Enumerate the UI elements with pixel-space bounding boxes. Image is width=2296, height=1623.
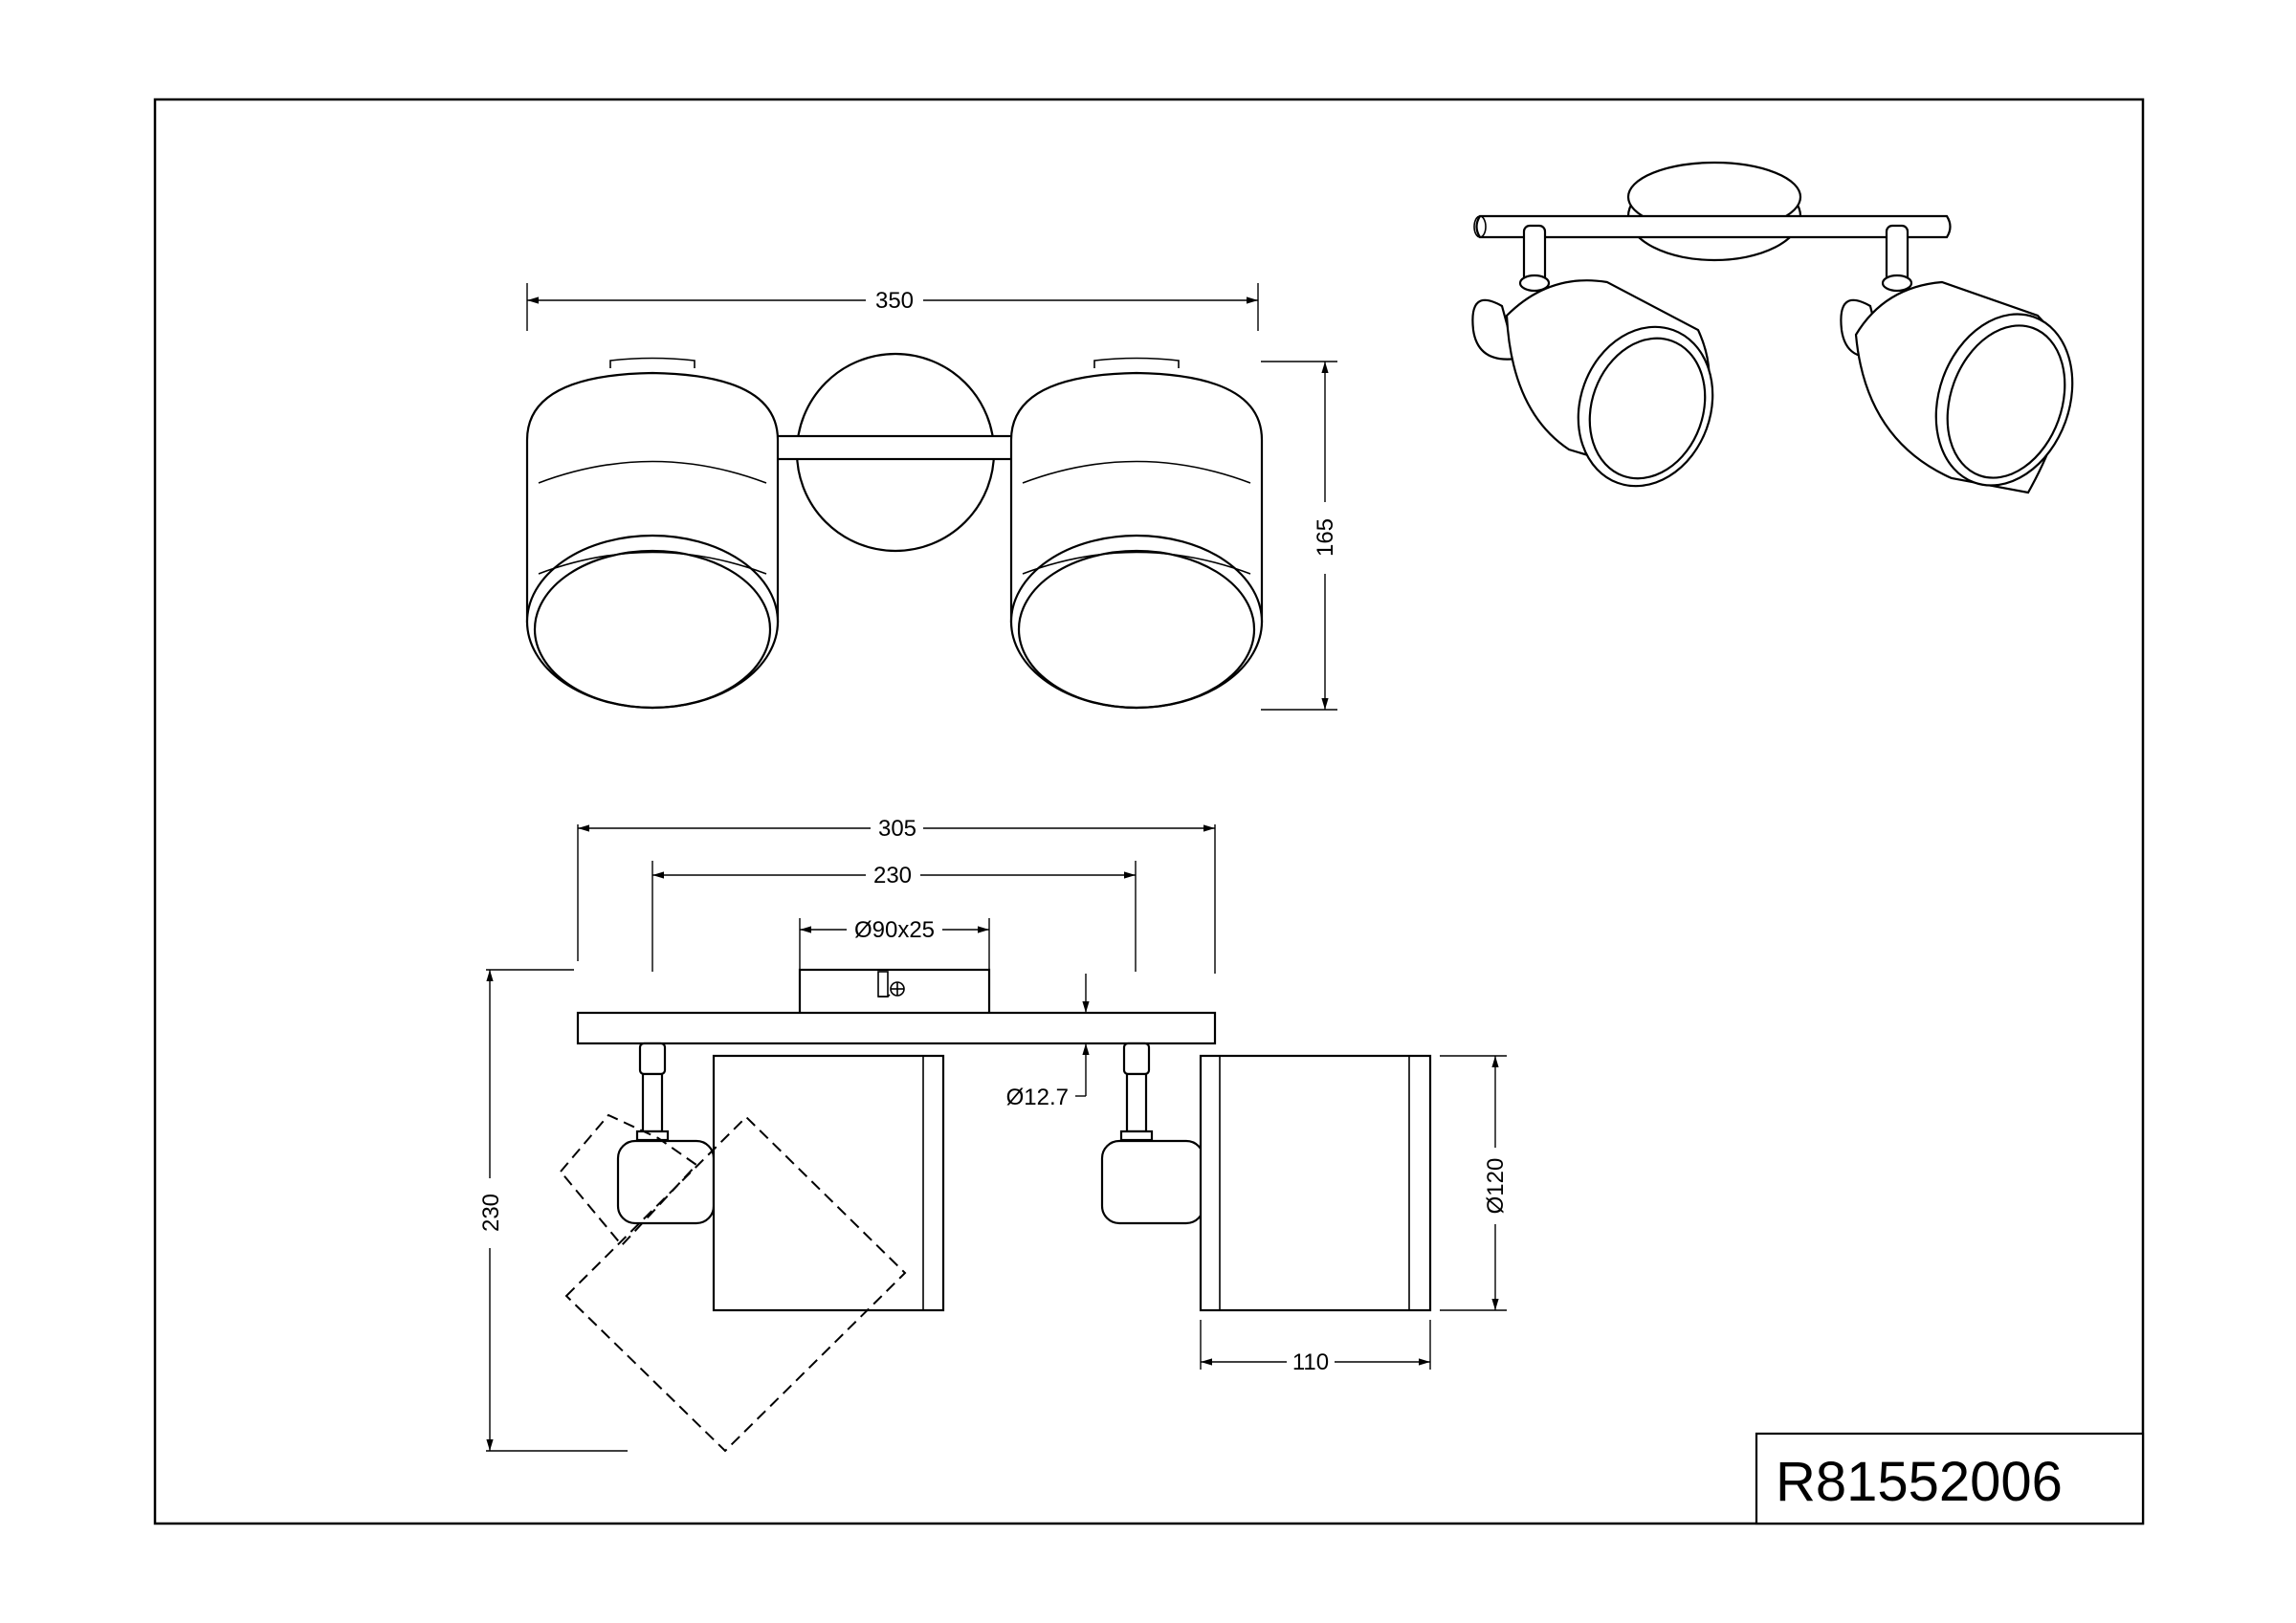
dim-canopy: Ø90x25	[799, 917, 990, 970]
dim-front-width: 350	[526, 283, 1259, 331]
front-view: 350 165	[525, 283, 1338, 711]
dim-total-height-label: 230	[478, 1194, 504, 1232]
side-spot-right	[1100, 1042, 1432, 1312]
dim-mount-spacing-label: 230	[873, 863, 912, 888]
dim-shade-diameter-label: Ø120	[1483, 1158, 1509, 1215]
dim-shade-depth: 110	[1200, 1320, 1431, 1375]
side-spot-left	[559, 1042, 945, 1453]
dim-front-height: 165	[1261, 361, 1338, 711]
dim-canopy-label: Ø90x25	[854, 917, 935, 943]
dim-shade-depth-label: 110	[1292, 1349, 1329, 1375]
dim-total-height: 230	[478, 969, 628, 1452]
title-block: R81552006	[1755, 1432, 2145, 1525]
iso-spot-left	[1471, 224, 1714, 488]
dim-total-width: 305	[577, 816, 1216, 974]
product-code: R81552006	[1776, 1451, 2063, 1513]
dim-shade-diameter: Ø120	[1440, 1055, 1509, 1311]
dim-mount-spacing: 230	[651, 861, 1137, 972]
iso-spot-right	[1840, 224, 2074, 494]
sheet-border	[153, 98, 2145, 1525]
dim-rod: Ø12.7	[1006, 974, 1132, 1110]
side-view: 305 230 Ø90x25	[478, 816, 1509, 1453]
front-shade-left	[525, 357, 780, 710]
dim-front-width-label: 350	[875, 288, 914, 314]
isometric-view	[1471, 161, 2074, 494]
dim-total-width-label: 305	[878, 816, 916, 842]
dim-rod-label: Ø12.7	[1006, 1085, 1069, 1110]
front-shade-right	[1009, 357, 1264, 710]
dim-front-height-label: 165	[1313, 518, 1338, 557]
